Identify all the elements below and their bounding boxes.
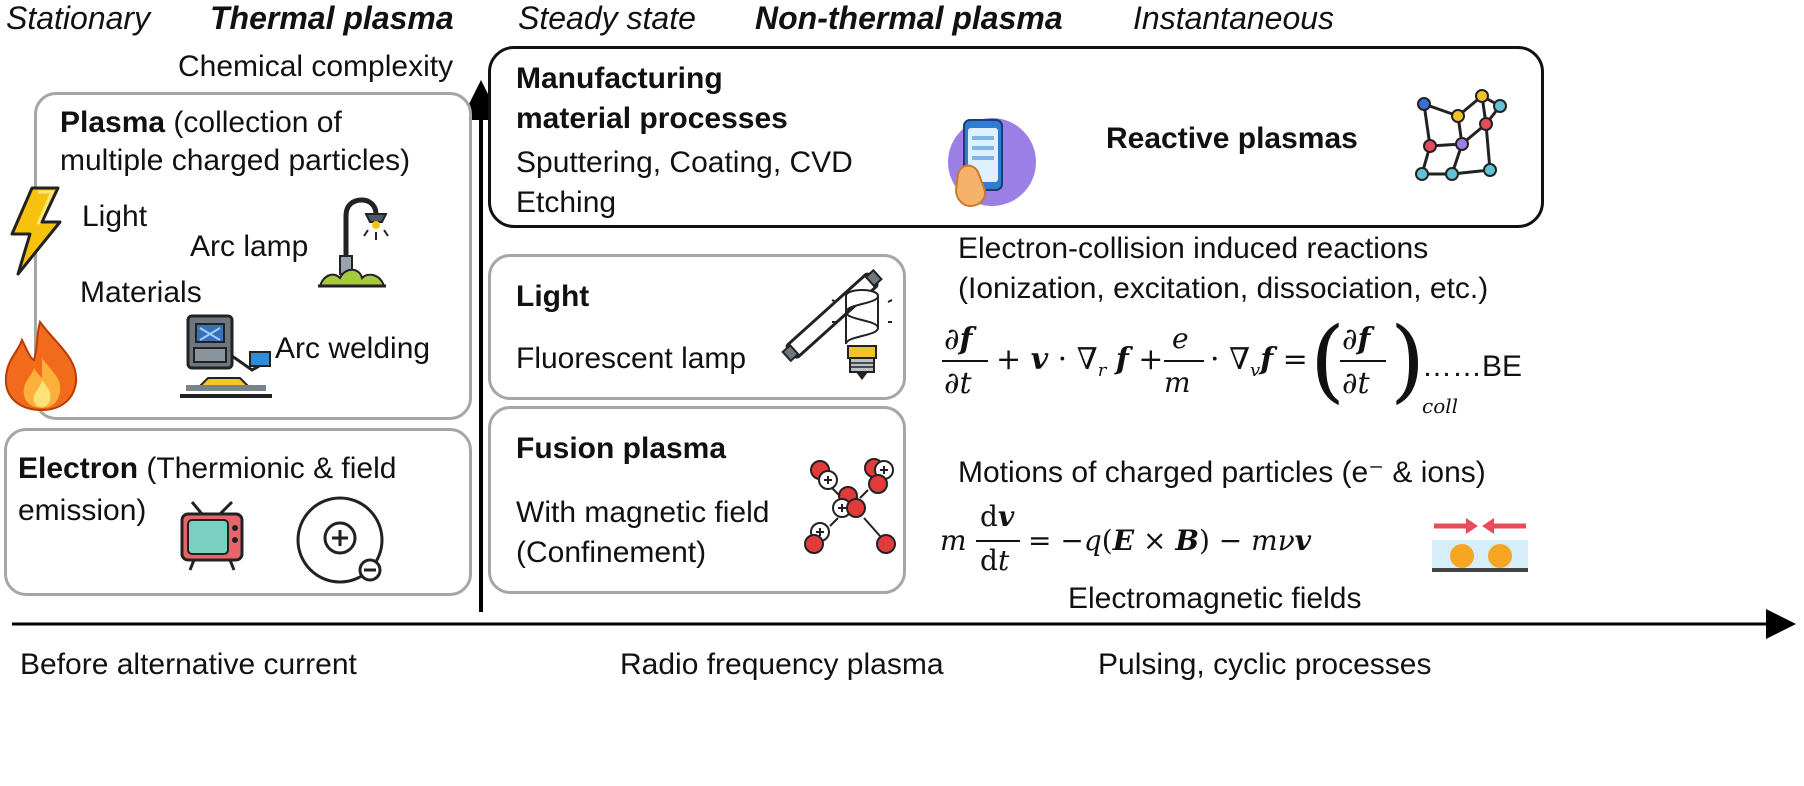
header-thermal-plasma: Thermal plasma — [210, 0, 454, 36]
electron-title: Electron (Thermionic & field — [18, 452, 397, 485]
fire-icon — [4, 319, 78, 412]
em-fields-label: Electromagnetic fields — [1068, 582, 1362, 615]
fusion-title: Fusion plasma — [516, 432, 727, 465]
header-instantaneous: Instantaneous — [1133, 0, 1335, 36]
header-stationary: Stationary — [6, 0, 151, 36]
boltzmann-equation: ∂f ∂t + v · ∇r f + e m · ∇vf = ( ∂f ∂t )… — [942, 308, 1459, 418]
motions-label: Motions of charged particles (e⁻ & ions) — [958, 456, 1486, 489]
fusion-line-1: With magnetic field — [516, 496, 770, 529]
welding-icon — [180, 314, 272, 398]
x-label-right: Pulsing, cyclic processes — [1098, 648, 1432, 681]
label-materials: Materials — [80, 276, 202, 309]
plasma-subtitle: multiple charged particles) — [60, 144, 411, 177]
collision-icon — [1432, 518, 1528, 572]
label-light: Light — [82, 200, 148, 233]
plasma-title: Plasma (collection of — [60, 106, 342, 139]
reactions-line-2: (Ionization, excitation, dissociation, e… — [958, 272, 1489, 305]
manufacturing-title-1: Manufacturing — [516, 62, 723, 95]
motion-equation: m dv dt = −q(E × B) − mνv — [940, 500, 1312, 577]
manufacturing-title-2: material processes — [516, 102, 788, 135]
network-icon — [1415, 89, 1507, 181]
smartphone-icon — [948, 118, 1036, 208]
manufacturing-line-2: Etching — [516, 186, 617, 219]
be-label: ……BE — [1422, 350, 1523, 383]
x-label-mid: Radio frequency plasma — [620, 648, 944, 681]
reactions-line-1: Electron-collision induced reactions — [958, 232, 1429, 265]
light-line: Fluorescent lamp — [516, 342, 747, 375]
fusion-particles-icon — [804, 458, 896, 554]
x-label-left: Before alternative current — [20, 648, 357, 681]
header-steady-state: Steady state — [518, 0, 696, 36]
label-arc-welding: Arc welding — [275, 332, 431, 365]
tv-icon — [180, 500, 244, 571]
manufacturing-line-1: Sputtering, Coating, CVD — [516, 146, 853, 179]
fusion-line-2: (Confinement) — [516, 536, 707, 569]
street-lamp-icon — [318, 197, 389, 288]
reactive-plasmas-label: Reactive plasmas — [1106, 122, 1358, 155]
atom-icon — [296, 496, 384, 584]
y-axis-label: Chemical complexity — [178, 50, 454, 83]
electron-box — [4, 428, 472, 596]
light-box — [488, 254, 906, 400]
header-non-thermal-plasma: Non-thermal plasma — [755, 0, 1063, 36]
electron-subtitle: emission) — [18, 494, 147, 527]
cfl-bulb-icon — [831, 289, 893, 380]
lightning-icon — [10, 186, 62, 276]
light-title: Light — [516, 280, 590, 313]
label-arc-lamp: Arc lamp — [190, 230, 309, 263]
